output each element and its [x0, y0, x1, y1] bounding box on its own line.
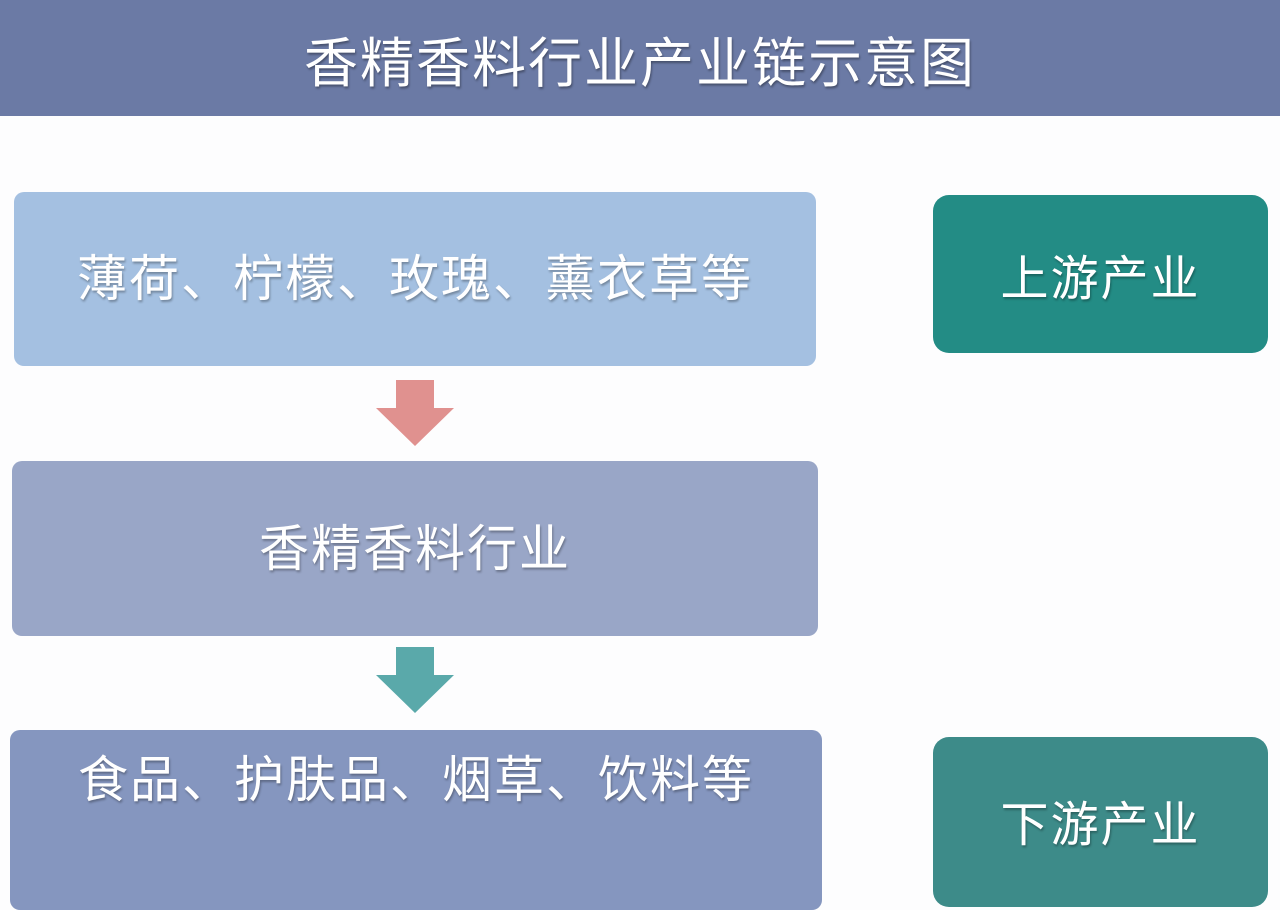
downstream-products-text: 食品、护肤品、烟草、饮料等 [78, 751, 754, 809]
upstream-materials-box: 薄荷、柠檬、玫瑰、薰衣草等 [14, 192, 816, 366]
downstream-label: 下游产业 [1000, 797, 1201, 853]
upstream-label: 上游产业 [1000, 251, 1201, 307]
industry-text: 香精香料行业 [259, 519, 571, 578]
title-banner: 香精香料行业产业链示意图 [0, 0, 1280, 116]
diagram-title: 香精香料行业产业链示意图 [304, 31, 976, 95]
industry-box: 香精香料行业 [12, 461, 818, 636]
downstream-products-box: 食品、护肤品、烟草、饮料等 [10, 730, 822, 910]
upstream-materials-text: 薄荷、柠檬、玫瑰、薰衣草等 [77, 250, 753, 308]
upstream-label-box: 上游产业 [933, 195, 1268, 353]
arrow-down-icon [376, 380, 454, 446]
arrow-down-icon [376, 647, 454, 713]
downstream-label-box: 下游产业 [933, 737, 1268, 907]
